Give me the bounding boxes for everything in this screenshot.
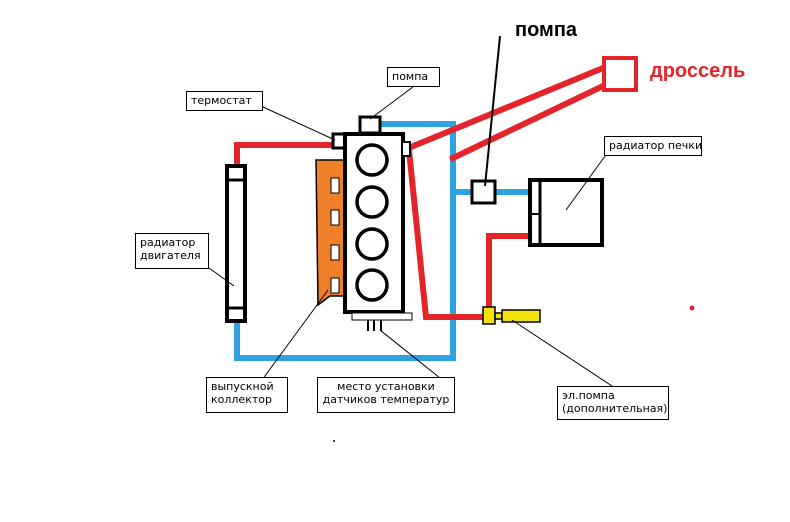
label-pump-large: помпа <box>515 19 578 41</box>
cylinder-4 <box>355 268 389 302</box>
label-sensor-location-line2: датчиков температур <box>322 393 450 406</box>
stray-black-dot <box>333 440 335 442</box>
temperature-sensors <box>367 320 382 331</box>
label-engine-radiator: радиатор двигателя <box>135 233 209 269</box>
cylinder-3 <box>355 227 389 261</box>
cold-loop-line <box>234 121 456 361</box>
hot-coolant-lines <box>234 64 608 320</box>
label-exhaust-manifold: выпускной коллектор <box>206 377 288 413</box>
label-electric-pump: эл.помпа (дополнительная) <box>557 386 669 420</box>
cylinders <box>355 143 389 302</box>
engine-radiator <box>225 164 247 323</box>
electric-aux-pump <box>482 306 541 325</box>
label-engine-radiator-line2: двигателя <box>140 249 201 262</box>
temperature-sensor-plate <box>351 312 413 321</box>
label-sensor-location: место установки датчиков температур <box>317 377 455 413</box>
cylinder-2 <box>355 185 389 219</box>
cylinder-1 <box>355 143 389 177</box>
engine-outlet <box>401 141 411 157</box>
water-pump <box>358 115 382 135</box>
throttle-line-2 <box>448 81 608 163</box>
throttle-line-1 <box>407 64 607 151</box>
label-engine-radiator-line1: радиатор <box>140 236 196 249</box>
branch-pump <box>470 179 497 205</box>
heater-radiator <box>528 178 604 247</box>
label-heater-radiator: радиатор печки <box>604 136 702 156</box>
label-thermostat: термостат <box>186 91 263 111</box>
label-sensor-location-line1: место установки <box>337 380 435 393</box>
hot-to-radiator-line <box>234 142 337 169</box>
hot-return-line <box>405 146 487 320</box>
label-electric-pump-line2: (дополнительная) <box>562 402 668 415</box>
exhaust-manifold <box>315 159 347 307</box>
exhaust-ports <box>330 177 340 294</box>
label-electric-pump-line1: эл.помпа <box>562 389 615 402</box>
label-pump-small: помпа <box>387 67 440 87</box>
label-throttle: дроссель <box>650 60 746 82</box>
leader-lines <box>208 35 613 387</box>
label-exhaust-manifold-line1: выпускной <box>211 380 274 393</box>
throttle-body <box>602 56 638 92</box>
stray-red-dot <box>689 305 695 311</box>
label-exhaust-manifold-line2: коллектор <box>211 393 272 406</box>
heater-to-el-pump-line <box>486 233 533 308</box>
